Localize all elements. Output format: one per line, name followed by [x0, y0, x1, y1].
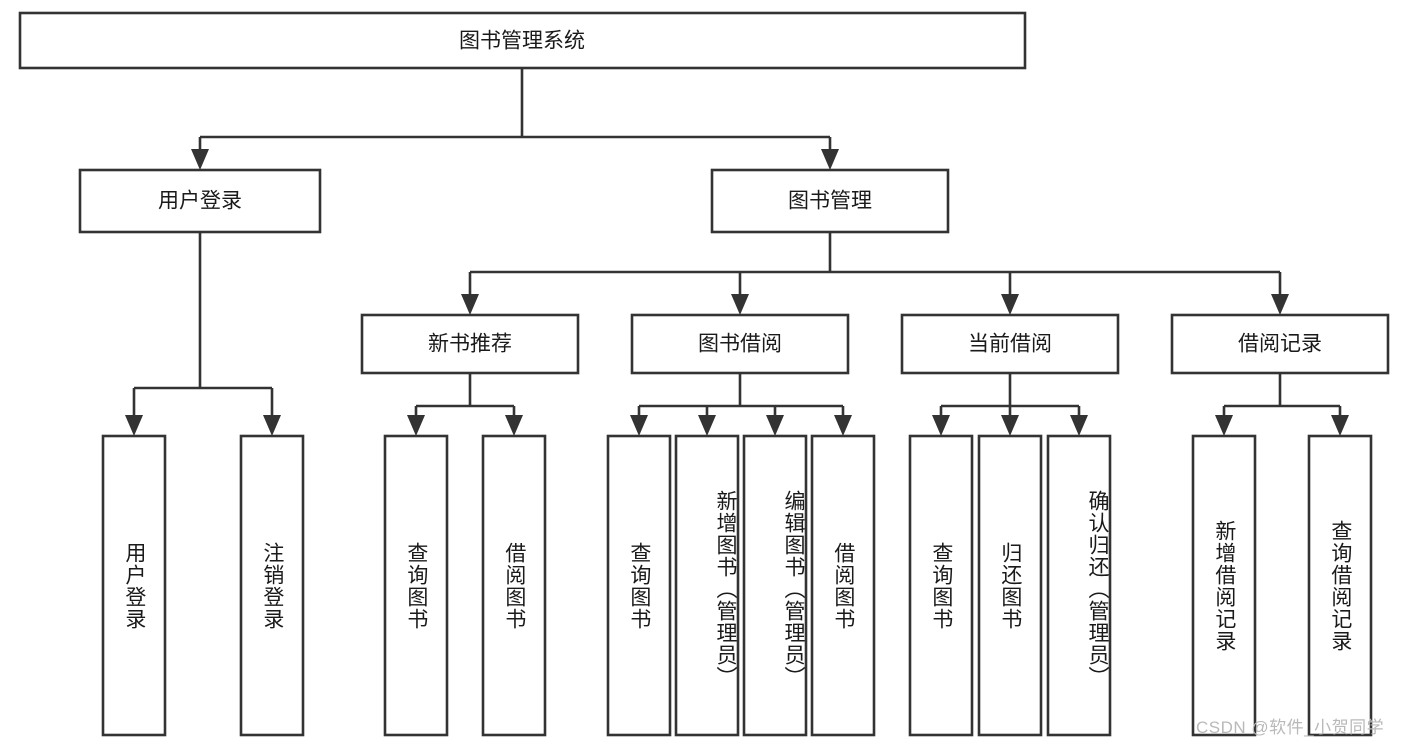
node-leaf-query-book-2-box[interactable]: [606, 434, 672, 737]
node-leaf-borrow-book-2-box[interactable]: [810, 434, 876, 737]
node-borrow-record-box[interactable]: [1170, 313, 1390, 375]
node-root-box[interactable]: [18, 11, 1027, 70]
arrowhead-leaf-edit-book: [766, 415, 784, 436]
arrowhead-leaf-query-book-3: [932, 415, 950, 436]
nodes-group: 图书管理系统 用户登录 图书管理 新书推荐 图书借阅 当前借阅 借阅记录: [18, 11, 1390, 737]
node-current-borrow-label: 当前借阅: [968, 333, 1052, 356]
arrowhead-leaf-add-record: [1215, 415, 1233, 436]
arrowhead-leaf-borrow-book-1: [505, 415, 523, 436]
node-leaf-add-book-box[interactable]: [674, 434, 740, 737]
node-leaf-query-book-3-box[interactable]: [908, 434, 974, 737]
arrowhead-leaf-logout: [263, 415, 281, 436]
arrowhead-current-borrow: [1001, 294, 1019, 315]
connector-newbook-to-leaves: [414, 373, 516, 426]
node-leaf-logout-box[interactable]: [239, 434, 305, 737]
node-book-manage-label: 图书管理: [788, 190, 872, 213]
node-new-book-recommend-box[interactable]: [360, 313, 580, 375]
arrowhead-leaf-user-login: [125, 415, 143, 436]
arrowhead-borrow-record: [1271, 294, 1289, 315]
arrowhead-leaf-query-book-2: [630, 415, 648, 436]
node-book-manage-box[interactable]: [710, 168, 950, 234]
arrowhead-leaf-query-book-1: [407, 415, 425, 436]
node-book-borrow-label: 图书借阅: [698, 333, 782, 356]
node-leaf-query-book-1-box[interactable]: [383, 434, 449, 737]
node-user-login-label: 用户登录: [158, 190, 242, 213]
node-borrow-record-label: 借阅记录: [1238, 333, 1322, 356]
arrowhead-book-borrow: [731, 294, 749, 315]
arrowhead-leaf-query-record: [1331, 415, 1349, 436]
node-new-book-recommend-label: 新书推荐: [428, 333, 512, 356]
node-current-borrow-box[interactable]: [900, 313, 1120, 375]
node-leaf-return-book-box[interactable]: [977, 434, 1043, 737]
arrowhead-leaf-add-book: [698, 415, 716, 436]
connector-bookborrow-to-leaves: [637, 373, 845, 426]
arrowhead-leaf-borrow-book-2: [834, 415, 852, 436]
arrowhead-book-manage: [821, 149, 839, 170]
node-root-label: 图书管理系统: [459, 30, 585, 53]
arrowhead-leaf-return-book: [1001, 415, 1019, 436]
csdn-watermark: CSDN @软件_小贺同学: [1196, 718, 1385, 737]
node-leaf-add-record-box[interactable]: [1191, 434, 1257, 737]
node-book-borrow-box[interactable]: [630, 313, 850, 375]
arrowhead-leaf-confirm-return: [1070, 415, 1088, 436]
node-leaf-user-login-box[interactable]: [101, 434, 167, 737]
arrowhead-user-login: [191, 149, 209, 170]
connector-bookmanage-to-level3: [468, 232, 1282, 305]
node-leaf-borrow-book-1-box[interactable]: [481, 434, 547, 737]
connector-root-to-level2: [198, 68, 832, 160]
node-user-login-box[interactable]: [78, 168, 322, 234]
connector-userlogin-to-leaves: [132, 232, 274, 426]
arrowhead-new-book-recommend: [461, 294, 479, 315]
node-leaf-query-record-box[interactable]: [1307, 434, 1373, 737]
connector-borrowrecord-to-leaves: [1222, 373, 1342, 426]
node-leaf-confirm-return-box[interactable]: [1046, 434, 1112, 737]
node-leaf-edit-book-box[interactable]: [742, 434, 808, 737]
connectors-group: [125, 68, 1349, 436]
